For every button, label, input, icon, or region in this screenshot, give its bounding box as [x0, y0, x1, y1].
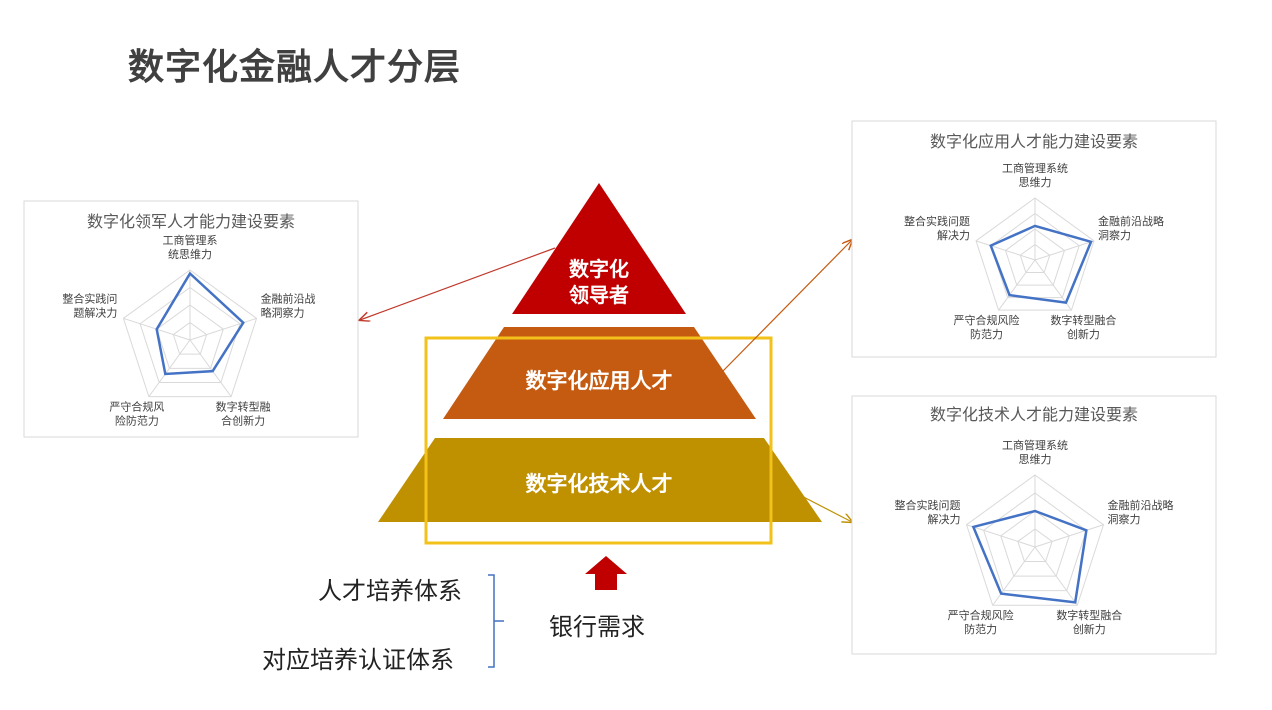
pyramid-middle-label: 数字化应用人才 [526, 369, 673, 393]
radar-axis [1034, 546, 1078, 606]
radar-axis [992, 546, 1036, 606]
radar-axis-label: 严守合规风险防范力 [109, 400, 164, 428]
page-title: 数字化金融人才分层 [128, 47, 462, 88]
pyramid-top-tier [512, 183, 686, 314]
radar-panel-technology [851, 395, 1217, 655]
radar-grid-ring [1017, 528, 1053, 563]
radar-axis-label: 数字转型融合创新力 [1050, 313, 1116, 341]
radar-chart-leader: 数字化领军人才能力建设要素工商管理系统思维力金融前沿战略洞察力数字转型融合创新力… [23, 200, 359, 438]
radar-axis [966, 524, 1036, 548]
radar-grid-ring [122, 269, 258, 398]
radar-axis [148, 339, 191, 397]
radar-axis-label: 工商管理系统思维力 [1002, 161, 1068, 189]
certification-system-label: 对应培养认证体系 [262, 646, 454, 674]
application-highlight-frame [424, 336, 773, 545]
radar-grid-ring [139, 286, 241, 383]
bracket-icon [488, 574, 504, 668]
training-system-label: 人才培养体系 [318, 577, 462, 605]
radar-axis-label: 整合实践问题解决力 [895, 498, 961, 526]
radar-axis [189, 339, 232, 397]
radar-axis-label: 数字转型融合创新力 [216, 400, 271, 428]
radar-series-line [155, 271, 245, 376]
radar-axis [998, 259, 1036, 311]
radar-panel-leader [23, 200, 359, 438]
radar-axis-label: 整合实践问题解决力 [62, 291, 117, 319]
arrow-to-leader-radar [360, 247, 556, 320]
radar-axis [975, 240, 1036, 261]
radar-panel-application [851, 120, 1217, 358]
pyramid-top-label-line: 领导者 [569, 283, 629, 307]
radar-grid-ring [1019, 243, 1051, 274]
radar-axis-label: 严守合规风险防范力 [948, 608, 1014, 636]
radar-chart-application: 数字化应用人才能力建设要素工商管理系统思维力金融前沿战略洞察力数字转型融合创新力… [851, 120, 1217, 358]
radar-series-line [971, 509, 1088, 604]
radar-title: 数字化应用人才能力建设要素 [930, 132, 1138, 151]
radar-grid-ring [1004, 228, 1066, 286]
radar-grid-ring [983, 492, 1087, 592]
pyramid-bottom-label: 数字化技术人才 [526, 472, 673, 496]
pyramid-top-label-line: 数字化 [569, 257, 629, 281]
radar-grid-ring [965, 474, 1105, 606]
radar-chart-technology: 数字化技术人才能力建设要素工商管理系统思维力金融前沿战略洞察力数字转型融合创新力… [851, 395, 1217, 655]
radar-axis-label: 金融前沿战略洞察力 [1107, 498, 1173, 526]
bank-demand-label: 银行需求 [549, 613, 645, 641]
radar-axis-label: 整合实践问题解决力 [904, 214, 970, 242]
radar-grid-ring [156, 304, 224, 369]
pyramid-bottom-tier [378, 438, 822, 522]
radar-axis-label: 金融前沿战略洞察力 [261, 291, 316, 319]
radar-axis-label: 数字转型融合创新力 [1056, 608, 1122, 636]
pyramid-middle-tier [443, 327, 756, 419]
radar-series-line [989, 224, 1093, 305]
radar-axis-label: 工商管理系统思维力 [1002, 438, 1068, 466]
radar-grid-ring [975, 197, 1095, 311]
arrow-to-application-radar [721, 240, 852, 373]
radar-axis-label: 金融前沿战略洞察力 [1098, 214, 1164, 242]
arrow-to-technology-radar [789, 489, 852, 522]
radar-axis-label: 严守合规风险防范力 [954, 313, 1020, 341]
bank-demand-arrow-icon [585, 556, 627, 590]
radar-grid-ring [1000, 510, 1070, 577]
radar-axis [1034, 524, 1104, 548]
radar-title: 数字化领军人才能力建设要素 [87, 212, 295, 231]
radar-title: 数字化技术人才能力建设要素 [930, 405, 1138, 424]
radar-axis-label: 工商管理系统思维力 [163, 233, 218, 261]
radar-axis [189, 317, 257, 341]
radar-grid-ring [172, 321, 208, 355]
radar-axis [1034, 240, 1095, 261]
pyramid-top-label: 数字化领导者 [569, 257, 629, 307]
